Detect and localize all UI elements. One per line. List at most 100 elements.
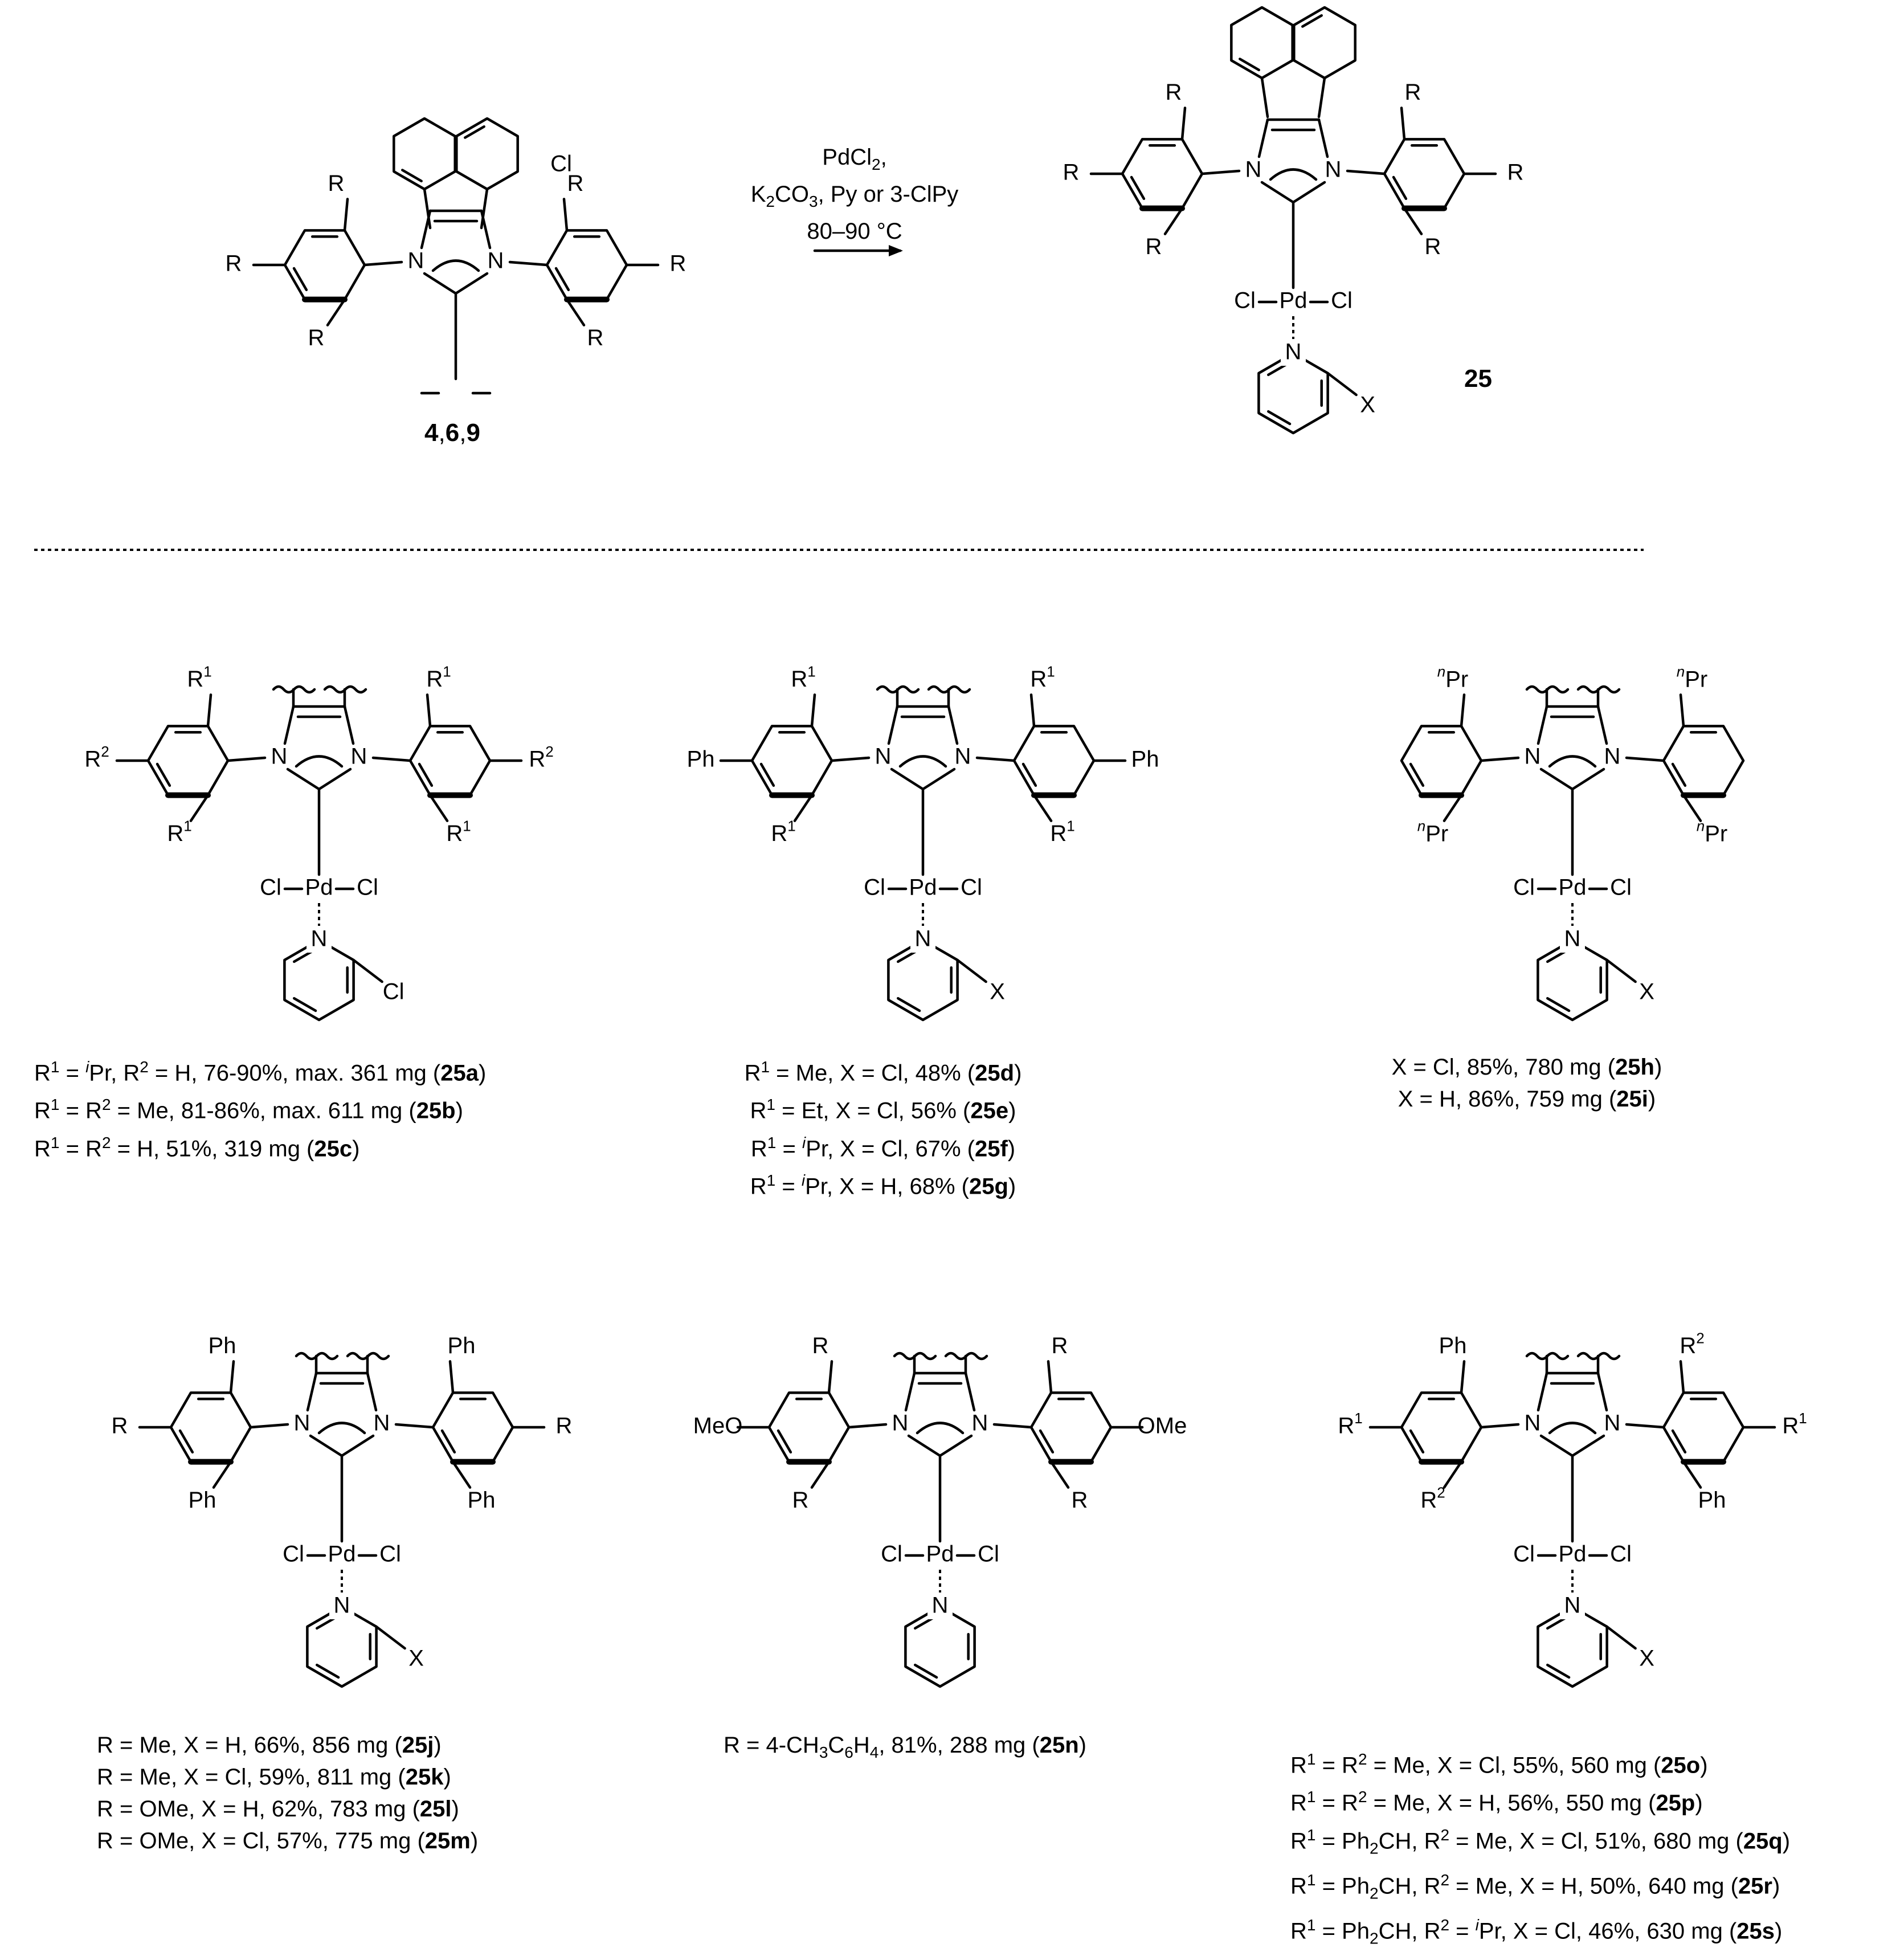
atom-label: R2 xyxy=(1680,1329,1704,1358)
bond-line xyxy=(1539,767,1574,791)
substituent-bond xyxy=(1605,958,1637,983)
atom-label: Cl xyxy=(864,875,885,900)
ortho-bond xyxy=(810,1460,831,1489)
atom-label: N xyxy=(1564,1593,1581,1618)
atom-label: Ph xyxy=(468,1488,496,1513)
atom-label: X xyxy=(1360,393,1375,418)
aryl-ring xyxy=(1662,725,1745,797)
atom-label: Cl xyxy=(379,1542,401,1567)
bond-line xyxy=(366,1371,378,1412)
bond-line xyxy=(1260,181,1295,204)
reaction-conditions: PdCl2, K2CO3, Py or 3-ClPy 80–90 °C xyxy=(724,142,986,246)
atom-label: N xyxy=(892,1411,909,1436)
bond-line xyxy=(420,209,432,250)
delocalized-arc xyxy=(295,755,344,768)
label-mask xyxy=(307,926,332,953)
double-bond xyxy=(1021,762,1037,787)
ortho-bond xyxy=(1682,1460,1702,1489)
atom-label: N xyxy=(875,744,892,769)
ortho-bond xyxy=(1400,107,1406,141)
atom-label: nPr xyxy=(1417,817,1448,846)
bond-line xyxy=(508,260,549,267)
aryl-ring xyxy=(1400,1391,1483,1463)
atom-label: N xyxy=(1525,1411,1541,1436)
atom-label: R xyxy=(1052,1333,1068,1358)
delocalized-arc xyxy=(431,259,480,272)
atom-label: nPr xyxy=(1437,663,1468,692)
caption-line: R1 = R2 = Me, X = Cl, 55%, 560 mg (25o) xyxy=(1290,1750,1708,1778)
bond-line xyxy=(1260,76,1269,119)
double-bond xyxy=(316,1663,340,1679)
caption-line: X = Cl, 85%, 780 mg (25h) xyxy=(1391,1055,1662,1080)
naphthalene-ring xyxy=(455,117,519,191)
delocalized-arc xyxy=(1548,1422,1597,1435)
double-bond xyxy=(1671,1429,1687,1453)
atom-label: R1 xyxy=(446,817,471,846)
aryl-ring xyxy=(767,1391,851,1463)
substituent-bond xyxy=(1605,1625,1637,1650)
atom-label: N xyxy=(1525,744,1541,769)
double-bond xyxy=(292,267,308,291)
ortho-bond xyxy=(565,298,586,326)
double-bond xyxy=(1239,58,1260,72)
caption-line: X = H, 86%, 759 mg (25i) xyxy=(1398,1087,1656,1112)
atom-label: R xyxy=(226,251,242,276)
bond-line xyxy=(1596,705,1608,745)
atom-label: R2 xyxy=(529,743,553,772)
atom-label: Cl xyxy=(383,979,404,1004)
atom-label: N xyxy=(351,744,367,769)
double-bond xyxy=(1130,175,1146,200)
naphthalene-ring xyxy=(1230,6,1294,80)
double-bond xyxy=(1039,1429,1055,1453)
bond-line xyxy=(907,1434,942,1457)
ortho-bond xyxy=(827,1360,833,1394)
caption-line: R = Me, X = H, 66%, 856 mg (25j) xyxy=(97,1733,442,1758)
bond-line xyxy=(283,705,295,745)
atom-label: Pd xyxy=(328,1542,356,1567)
reactant-label: 4,6,9 xyxy=(424,419,480,447)
label-mask xyxy=(1560,926,1585,953)
atom-label: Cl xyxy=(1610,1542,1632,1567)
atom-label: N xyxy=(915,926,931,952)
substituent-bond xyxy=(375,1625,406,1650)
bond-line xyxy=(1625,1423,1665,1429)
captions-25n: R = 4-CH3C6H4, 81%, 288 mg (25n) xyxy=(724,1729,1086,1769)
double-bond xyxy=(1301,14,1323,28)
bond-line xyxy=(371,756,412,762)
aryl-ring xyxy=(1029,1391,1113,1463)
bond-line xyxy=(847,1423,888,1429)
atom-label: Pd xyxy=(909,875,937,900)
aryl-ring xyxy=(1400,725,1483,797)
atom-label: N xyxy=(271,744,288,769)
delocalized-arc xyxy=(1548,755,1597,768)
atom-label: Cl xyxy=(961,875,982,900)
ortho-bond xyxy=(229,1360,235,1394)
atom-label: Cl xyxy=(357,875,378,900)
caption-line: R1 = Ph2CH, R2 = Me, X = H, 50%, 640 mg … xyxy=(1290,1871,1780,1902)
double-bond xyxy=(777,1429,792,1453)
bond-line xyxy=(921,767,956,791)
aryl-ring xyxy=(283,229,366,301)
double-bond xyxy=(418,762,434,787)
atom-label: Pd xyxy=(1280,288,1307,313)
atom-label: R xyxy=(308,325,325,350)
caption-line: R1 = iPr, X = H, 68% (25g) xyxy=(750,1171,1016,1199)
ortho-bond xyxy=(1180,107,1187,141)
bond-line xyxy=(1317,118,1329,158)
atom-label: N xyxy=(1245,157,1262,182)
atom-label: R xyxy=(112,1414,128,1439)
atom-label: R xyxy=(328,171,345,196)
pyridine-ring xyxy=(904,1605,976,1688)
ortho-bond xyxy=(1460,1360,1466,1394)
bond-line xyxy=(992,1423,1033,1429)
atom-label: Cl xyxy=(550,152,572,177)
atom-label: OMe xyxy=(1138,1414,1187,1439)
bond-line xyxy=(887,705,899,745)
atom-label: Cl xyxy=(1331,288,1353,313)
bond-line xyxy=(480,187,489,230)
product-label: 25 xyxy=(1464,365,1492,393)
atom-label: Cl xyxy=(283,1542,304,1567)
double-bond xyxy=(1409,762,1425,787)
